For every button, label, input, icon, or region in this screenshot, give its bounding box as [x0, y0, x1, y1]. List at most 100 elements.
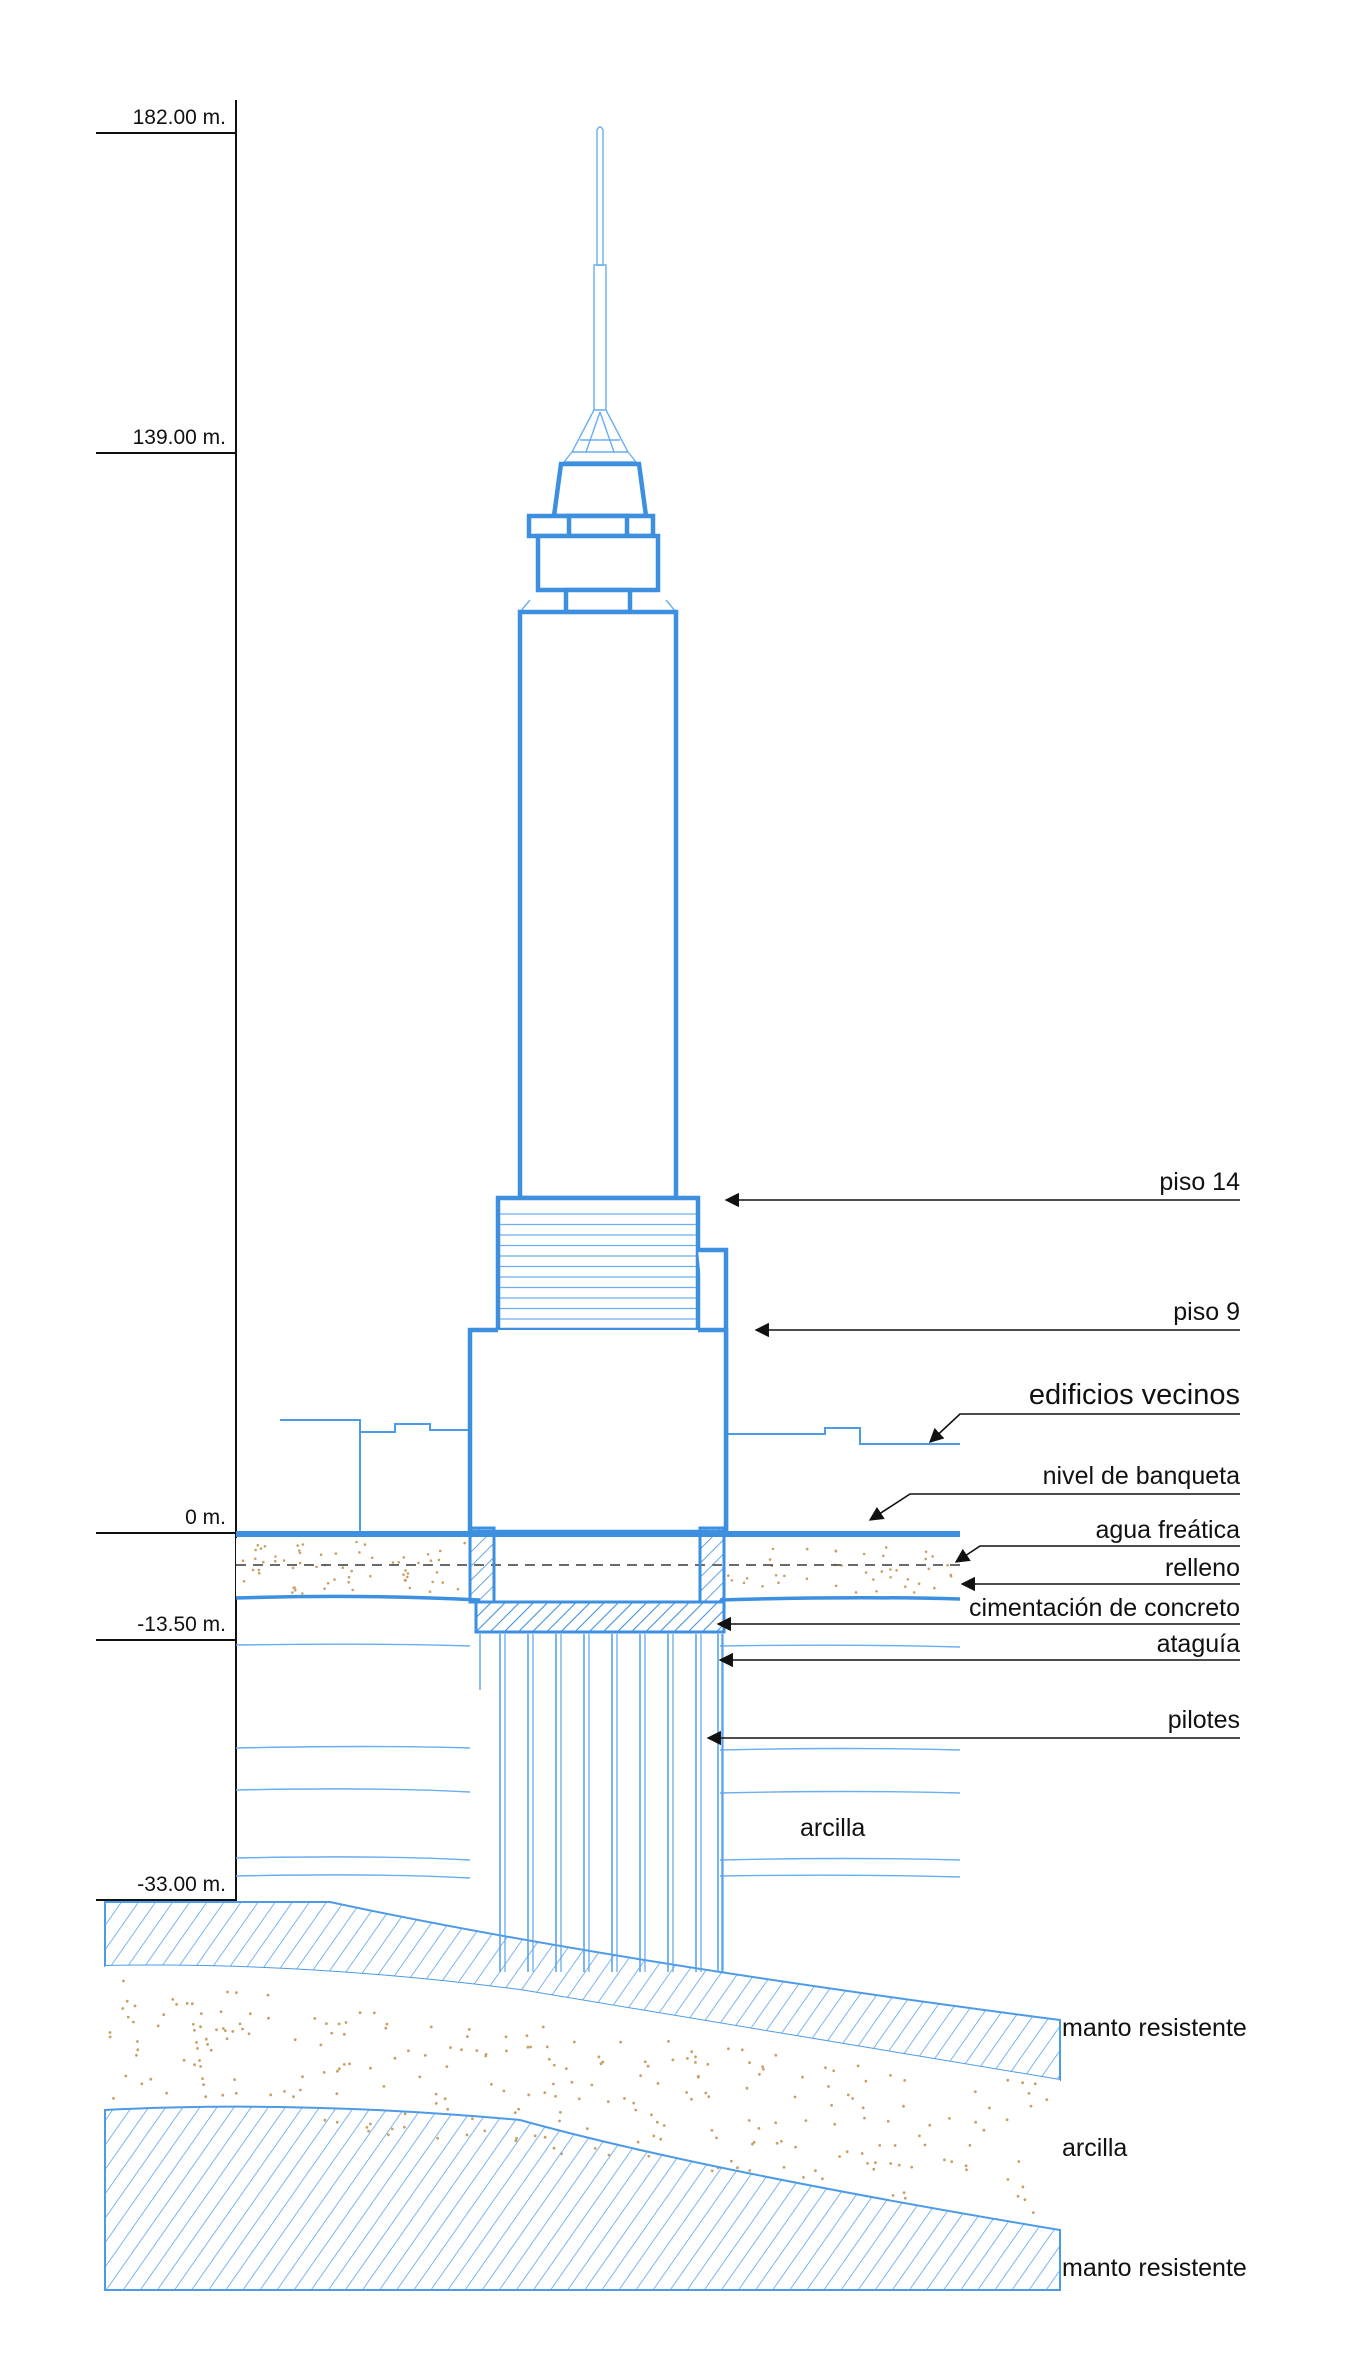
sand-dot: [694, 2055, 697, 2059]
sand-dot: [545, 2045, 549, 2049]
sand-dot: [449, 2046, 452, 2049]
sand-dot: [805, 1577, 809, 1581]
sand-dot: [185, 2002, 189, 2005]
sand-dot: [326, 1581, 330, 1585]
sand-dot: [949, 1575, 953, 1578]
sand-dot: [821, 2177, 824, 2181]
sand-dot: [814, 2169, 817, 2173]
sand-dot: [862, 1552, 866, 1556]
sand-dot: [333, 1578, 336, 1581]
sand-dot: [902, 2104, 905, 2108]
sand-dot: [108, 2031, 112, 2034]
sand-dot: [445, 2065, 449, 2069]
sand-dot: [988, 2106, 991, 2110]
crown-band-1-core: [566, 513, 630, 539]
sand-dot: [319, 2043, 323, 2047]
label-nivel-banqueta: nivel de banqueta: [1043, 1462, 1240, 1490]
sand-dot: [363, 1543, 367, 1546]
sand-dot: [690, 2097, 693, 2101]
sand-dot: [337, 2022, 341, 2026]
sand-dot: [552, 2082, 555, 2086]
sand-dot: [933, 1586, 936, 1590]
sand-dot: [466, 2035, 469, 2038]
sand-dot: [558, 2119, 561, 2123]
sand-dot: [206, 2043, 210, 2046]
sand-dot: [124, 2074, 128, 2078]
sand-dot: [273, 1559, 277, 1563]
sand-dot: [199, 2025, 202, 2029]
sand-dot: [301, 2075, 304, 2079]
sand-dot: [358, 2011, 362, 2015]
sand-dot: [296, 1544, 300, 1547]
sand-dot: [325, 2022, 328, 2025]
sand-dot: [889, 2074, 892, 2077]
sand-dot: [384, 2026, 388, 2030]
sand-dot: [974, 2120, 977, 2124]
sand-dot: [423, 2054, 427, 2057]
arcilla-lower-layer: [105, 1965, 1060, 2230]
sand-dot: [335, 2092, 339, 2096]
sand-dot: [397, 1561, 401, 1564]
sand-dot: [570, 2080, 574, 2084]
sand-dot: [840, 1564, 843, 1567]
sand-dot: [418, 2075, 422, 2079]
sand-dot: [902, 2191, 906, 2195]
sand-dot: [1029, 2104, 1033, 2108]
labels: piso 14 piso 9 edificios vecinos nivel d…: [800, 1168, 1247, 2282]
sand-dot: [801, 2075, 804, 2079]
label-agua-freatica: agua freática: [1095, 1516, 1240, 1544]
sand-dot: [195, 2041, 198, 2044]
clay-line-2: [235, 1745, 961, 1751]
sand-dot: [623, 2097, 626, 2100]
sand-dot: [209, 2048, 213, 2052]
fill-layer: [235, 1531, 961, 1602]
label-cimentacion: cimentación de concreto: [969, 1594, 1240, 1622]
sand-dot: [504, 2035, 508, 2039]
tower-base: [467, 1327, 729, 1535]
sand-dot: [292, 2095, 295, 2099]
sand-dot: [242, 1580, 246, 1583]
sand-dot: [342, 2063, 346, 2066]
level-label-182: 182.00 m.: [133, 106, 226, 129]
sand-dot: [266, 1993, 270, 1997]
sand-dot: [254, 1557, 257, 1561]
sand-dot: [710, 2129, 714, 2132]
sand-dot: [736, 2166, 739, 2170]
sand-dot: [863, 2116, 866, 2120]
sand-dot: [344, 2021, 348, 2024]
sand-dot: [136, 2040, 139, 2043]
label-piso-14: piso 14: [1159, 1168, 1240, 1196]
arrow-edificios-vecinos: [928, 1413, 1240, 1443]
sand-dot: [291, 1566, 295, 1570]
sand-dot: [247, 2032, 251, 2036]
sand-dot: [1045, 2098, 1049, 2102]
label-pilotes: pilotes: [1168, 1706, 1240, 1734]
sand-dot: [269, 2093, 273, 2097]
sand-dot: [761, 2067, 765, 2071]
sand-dot: [652, 2134, 656, 2138]
sand-dot: [274, 1555, 277, 1558]
sand-dot: [1033, 2082, 1037, 2086]
sand-dot: [1005, 2118, 1009, 2122]
sand-dot: [554, 2094, 557, 2098]
sand-dot: [646, 2064, 650, 2068]
sand-dot: [282, 1559, 286, 1562]
sand-dot: [199, 2012, 203, 2015]
sand-dot: [475, 2049, 479, 2053]
sand-dot: [259, 1547, 263, 1550]
sand-dot: [601, 2060, 605, 2064]
deep-strata: [104, 1901, 1061, 2291]
sand-dot: [740, 2048, 744, 2052]
sand-dot: [747, 2119, 751, 2122]
sand-dot: [662, 2124, 666, 2127]
sand-dot: [590, 2083, 594, 2087]
sand-dot: [906, 1578, 910, 1581]
sand-dot: [690, 2050, 694, 2054]
sand-dot: [632, 2101, 636, 2105]
sand-dot: [323, 1587, 326, 1590]
sand-dot: [322, 2071, 326, 2074]
sand-dot: [112, 2097, 115, 2100]
neighbour-roof-right: [726, 1427, 960, 1445]
sand-dot: [659, 2137, 663, 2141]
sand-dot: [782, 2165, 786, 2169]
